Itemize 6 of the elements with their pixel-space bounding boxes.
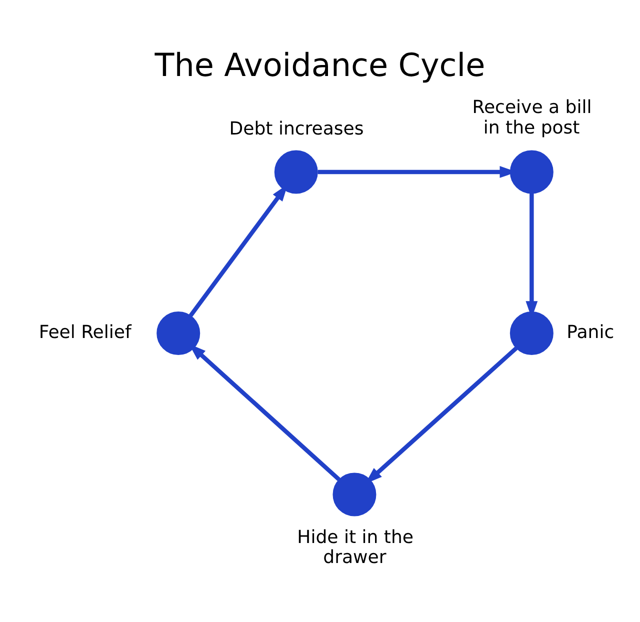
node-label: Debt increases [229,118,364,139]
node-label: Feel Relief [38,322,132,343]
diagram-title: The Avoidance Cycle [154,45,486,84]
node-label: Receive a bill in the post [472,96,592,138]
node-label: Panic [566,322,614,343]
node-label: Hide it in the drawer [297,526,414,568]
